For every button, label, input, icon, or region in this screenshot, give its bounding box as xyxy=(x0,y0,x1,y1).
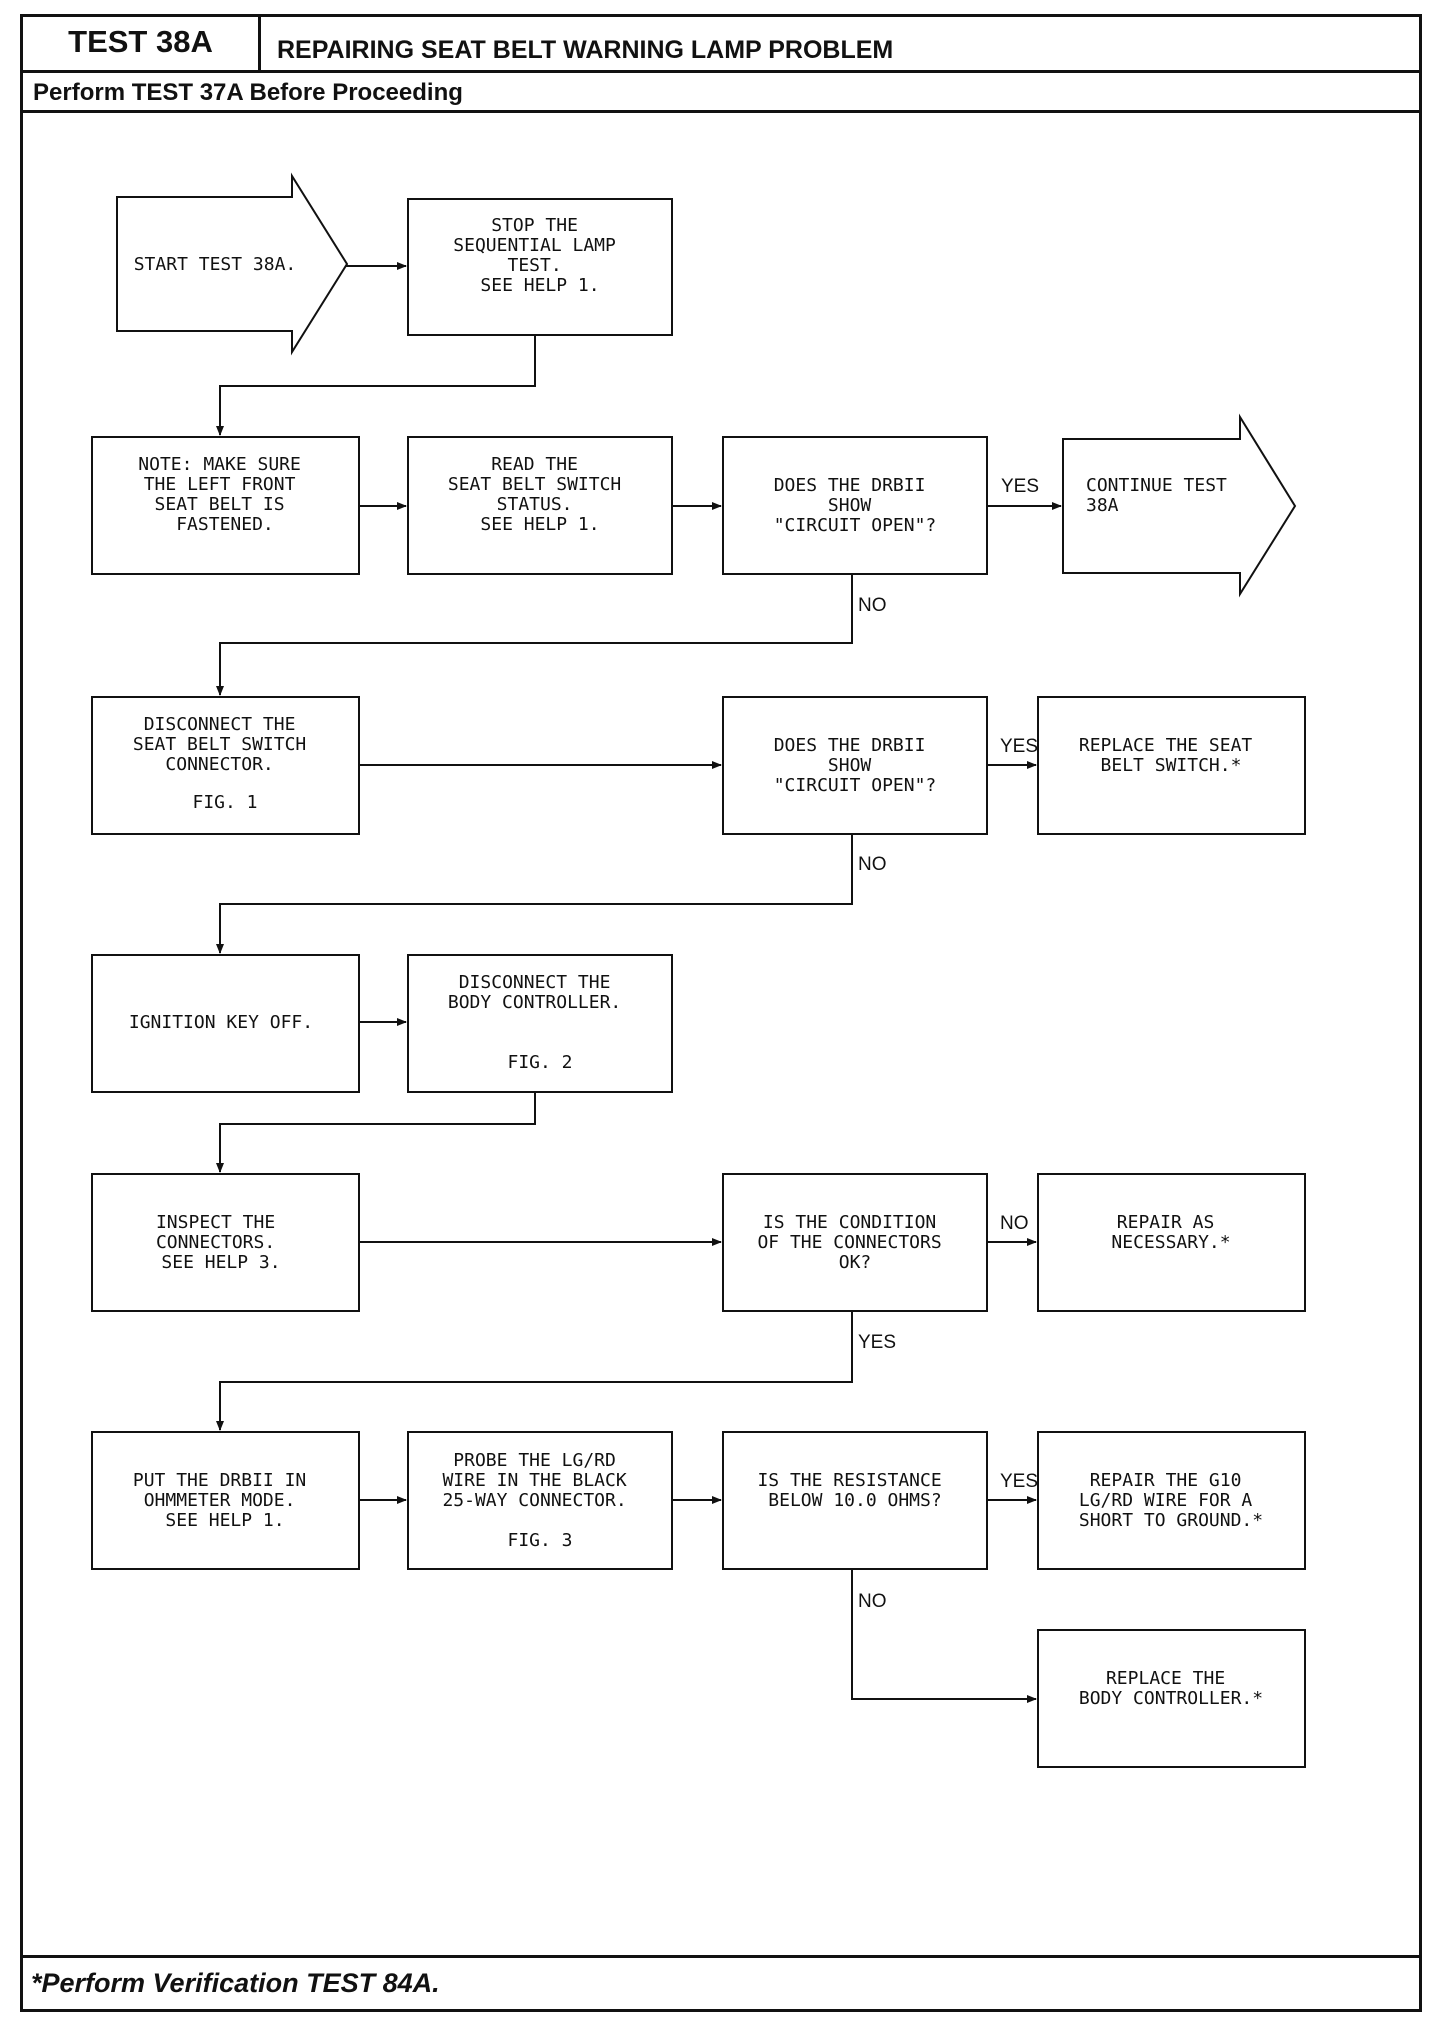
header-row: TEST 38A REPAIRING SEAT BELT WARNING LAM… xyxy=(23,17,1419,73)
probe-wire-text: PROBE THE LG/RD WIRE IN THE BLACK 25-WAY… xyxy=(442,1450,637,1551)
disconnect-controller-text: DISCONNECT THE BODY CONTROLLER. FIG. 2 xyxy=(448,972,632,1073)
read-switch-text: READ THE SEAT BELT SWITCH STATUS. SEE HE… xyxy=(448,454,632,535)
start-label: START TEST 38A. xyxy=(134,254,297,275)
test-id: TEST 38A xyxy=(23,17,261,70)
connector xyxy=(216,1311,853,1431)
branch-yes-label: YES xyxy=(858,1332,896,1353)
decision-connectors-box xyxy=(722,1173,988,1312)
branch-no-label: NO xyxy=(858,854,887,875)
footer-row: *Perform Verification TEST 84A. xyxy=(23,1955,1419,2009)
decision-resistance-box xyxy=(722,1431,988,1570)
decision-connectors-text: IS THE CONDITION OF THE CONNECTORS OK? xyxy=(757,1212,952,1273)
ignition-off-text: IGNITION KEY OFF. xyxy=(129,1012,313,1033)
continue-arrow-shape xyxy=(1062,413,1297,598)
decision-circuit-open-1-box xyxy=(722,436,988,575)
repair-g10-text: REPAIR THE G10 LG/RD WIRE FOR A SHORT TO… xyxy=(1079,1470,1263,1531)
decision-circuit-open-1-text: DOES THE DRBII SHOW "CIRCUIT OPEN"? xyxy=(774,475,937,536)
note-seat-belt-text: NOTE: MAKE SURE THE LEFT FRONT SEAT BELT… xyxy=(138,454,311,535)
replace-controller-text: REPLACE THE BODY CONTROLLER.* xyxy=(1079,1668,1263,1709)
decision-resistance-text: IS THE RESISTANCE BELOW 10.0 OHMS? xyxy=(757,1470,952,1511)
decision-circuit-open-2-text: DOES THE DRBII SHOW "CIRCUIT OPEN"? xyxy=(774,735,937,796)
stop-lamp-test-text: STOP THE SEQUENTIAL LAMP TEST. SEE HELP … xyxy=(453,215,626,296)
page-title: REPAIRING SEAT BELT WARNING LAMP PROBLEM xyxy=(277,36,894,64)
inspect-connectors-box xyxy=(91,1173,360,1312)
note-seat-belt-box xyxy=(91,436,360,575)
disconnect-switch-text: DISCONNECT THE SEAT BELT SWITCH CONNECTO… xyxy=(133,714,317,813)
branch-yes-label: YES xyxy=(1000,736,1038,757)
connector xyxy=(216,1092,536,1173)
prerequisite-row: Perform TEST 37A Before Proceeding xyxy=(23,73,1419,113)
prerequisite-note: Perform TEST 37A Before Proceeding xyxy=(33,79,463,106)
stop-lamp-test-box xyxy=(407,198,673,336)
replace-switch-box xyxy=(1037,696,1306,835)
replace-switch-text: REPLACE THE SEAT BELT SWITCH.* xyxy=(1079,735,1263,776)
start-arrow-shape xyxy=(116,172,349,356)
repair-g10-box xyxy=(1037,1431,1306,1570)
inspect-connectors-text: INSPECT THE CONNECTORS. SEE HELP 3. xyxy=(156,1212,286,1273)
repair-necessary-box xyxy=(1037,1173,1306,1312)
connector xyxy=(216,834,853,954)
ohmmeter-mode-box xyxy=(91,1431,360,1570)
repair-necessary-text: REPAIR AS NECESSARY.* xyxy=(1111,1212,1230,1253)
branch-yes-label: YES xyxy=(1001,476,1039,497)
probe-wire-box xyxy=(407,1431,673,1570)
branch-no-label: NO xyxy=(1000,1213,1029,1234)
connector xyxy=(216,574,853,696)
ignition-off-box xyxy=(91,954,360,1093)
connector xyxy=(851,1569,1037,1703)
replace-controller-box xyxy=(1037,1629,1306,1768)
ohmmeter-mode-text: PUT THE DRBII IN OHMMETER MODE. SEE HELP… xyxy=(133,1470,317,1531)
branch-yes-label: YES xyxy=(1000,1471,1038,1492)
disconnect-controller-box xyxy=(407,954,673,1093)
read-switch-box xyxy=(407,436,673,575)
disconnect-switch-box xyxy=(91,696,360,835)
connector xyxy=(216,335,536,436)
decision-circuit-open-2-box xyxy=(722,696,988,835)
branch-no-label: NO xyxy=(858,1591,887,1612)
continue-test-text: CONTINUE TEST 38A xyxy=(1086,475,1238,516)
page-frame: TEST 38A REPAIRING SEAT BELT WARNING LAM… xyxy=(20,14,1422,2012)
branch-no-label: NO xyxy=(858,595,887,616)
verification-note: *Perform Verification TEST 84A. xyxy=(31,1968,440,1998)
